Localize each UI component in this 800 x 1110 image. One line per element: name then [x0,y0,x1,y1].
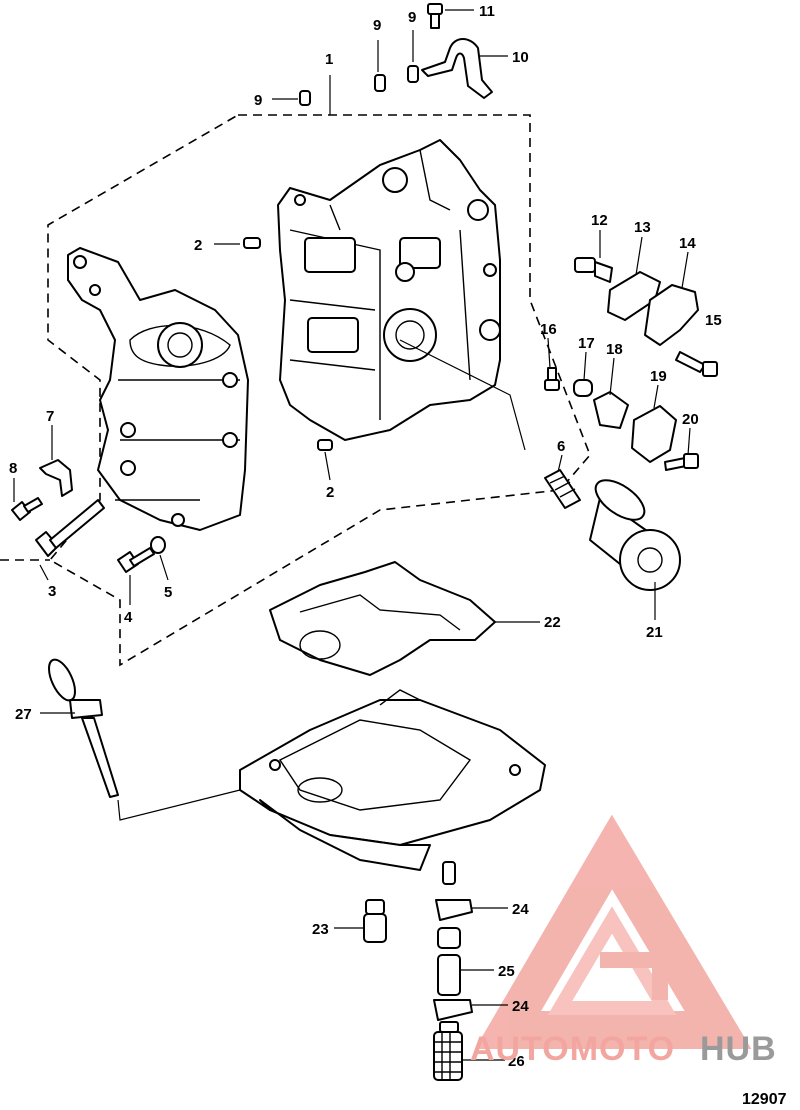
callout-15: 15 [705,312,722,329]
callout-23: 23 [312,921,329,938]
callout-25: 25 [498,963,515,980]
callout-11: 11 [479,3,495,20]
washer-5 [150,536,166,554]
callout-22: 22 [544,614,561,631]
cover-19 [631,405,677,463]
hose-clamp-lower [433,999,473,1021]
callout-9-a: 9 [373,17,381,34]
hose-25 [437,954,461,996]
retainer-bracket [421,38,493,99]
figure-number: 12907 [742,1091,787,1108]
callout-2-upper: 2 [194,237,202,254]
callout-7: 7 [46,408,54,425]
dowel-pin-upper [243,237,261,249]
drain-plug-23 [363,899,387,943]
bolt-8 [11,497,43,521]
callout-2-lower: 2 [326,484,334,501]
automotohub-wordmark: AUTOMOTO HUB [470,1030,777,1068]
spacer-17 [573,379,593,397]
dowel-pin-a [374,74,386,92]
bolt-4 [117,547,155,573]
callout-16: 16 [540,321,557,338]
brand-right: HUB [700,1030,777,1068]
callout-14: 14 [679,235,696,252]
callout-13: 13 [634,219,651,236]
oil-filter [589,479,681,591]
callout-26: 26 [508,1053,525,1070]
hose-clamp-upper [435,899,473,921]
dowel-pin-b [407,65,419,83]
bolt-11 [427,3,443,29]
callout-24-lower: 24 [512,998,529,1015]
clip-bracket [39,459,73,497]
callout-9-b: 9 [408,9,416,26]
gasket-22 [269,561,496,676]
hose-fitting [437,927,461,949]
callout-9-c: 9 [254,92,262,109]
fitting-stem [442,861,456,885]
threaded-fitting [544,469,581,509]
dowel-pin-lower [317,439,333,451]
dowel-pin-c [299,90,311,106]
callout-19: 19 [650,368,667,385]
bolt-20 [664,453,699,471]
callout-4: 4 [124,609,133,626]
callout-5: 5 [164,584,172,601]
brand-left: AUTOMOTO [470,1030,675,1068]
crankcase-cover [67,247,249,531]
callout-17: 17 [578,335,595,352]
adapter-plate [239,689,546,871]
callout-20: 20 [682,411,699,428]
callout-labels: 1 2 2 3 4 5 6 7 8 9 9 9 10 11 12 13 14 1… [9,3,722,1070]
callout-8: 8 [9,460,17,477]
leader-lines [13,9,691,1061]
callout-3: 3 [48,583,56,600]
housing-14 [644,284,699,346]
callout-27: 27 [15,706,32,723]
callout-1: 1 [325,51,333,68]
assembly-boundary [47,114,591,667]
long-bolt [35,499,105,557]
callout-21: 21 [646,624,663,641]
bolt-15 [675,351,718,377]
cylinder-block [277,139,501,441]
callout-10: 10 [512,49,529,66]
callout-24-upper: 24 [512,901,529,918]
callout-6: 6 [557,438,565,455]
strainer-26 [433,1021,463,1081]
gasket-18 [593,391,629,429]
temperature-sender-12 [574,257,613,283]
callout-18: 18 [606,341,623,358]
callout-12: 12 [591,212,608,229]
automotohub-logo [474,814,752,1049]
dipstick [48,658,119,798]
bolt-16 [544,367,560,391]
